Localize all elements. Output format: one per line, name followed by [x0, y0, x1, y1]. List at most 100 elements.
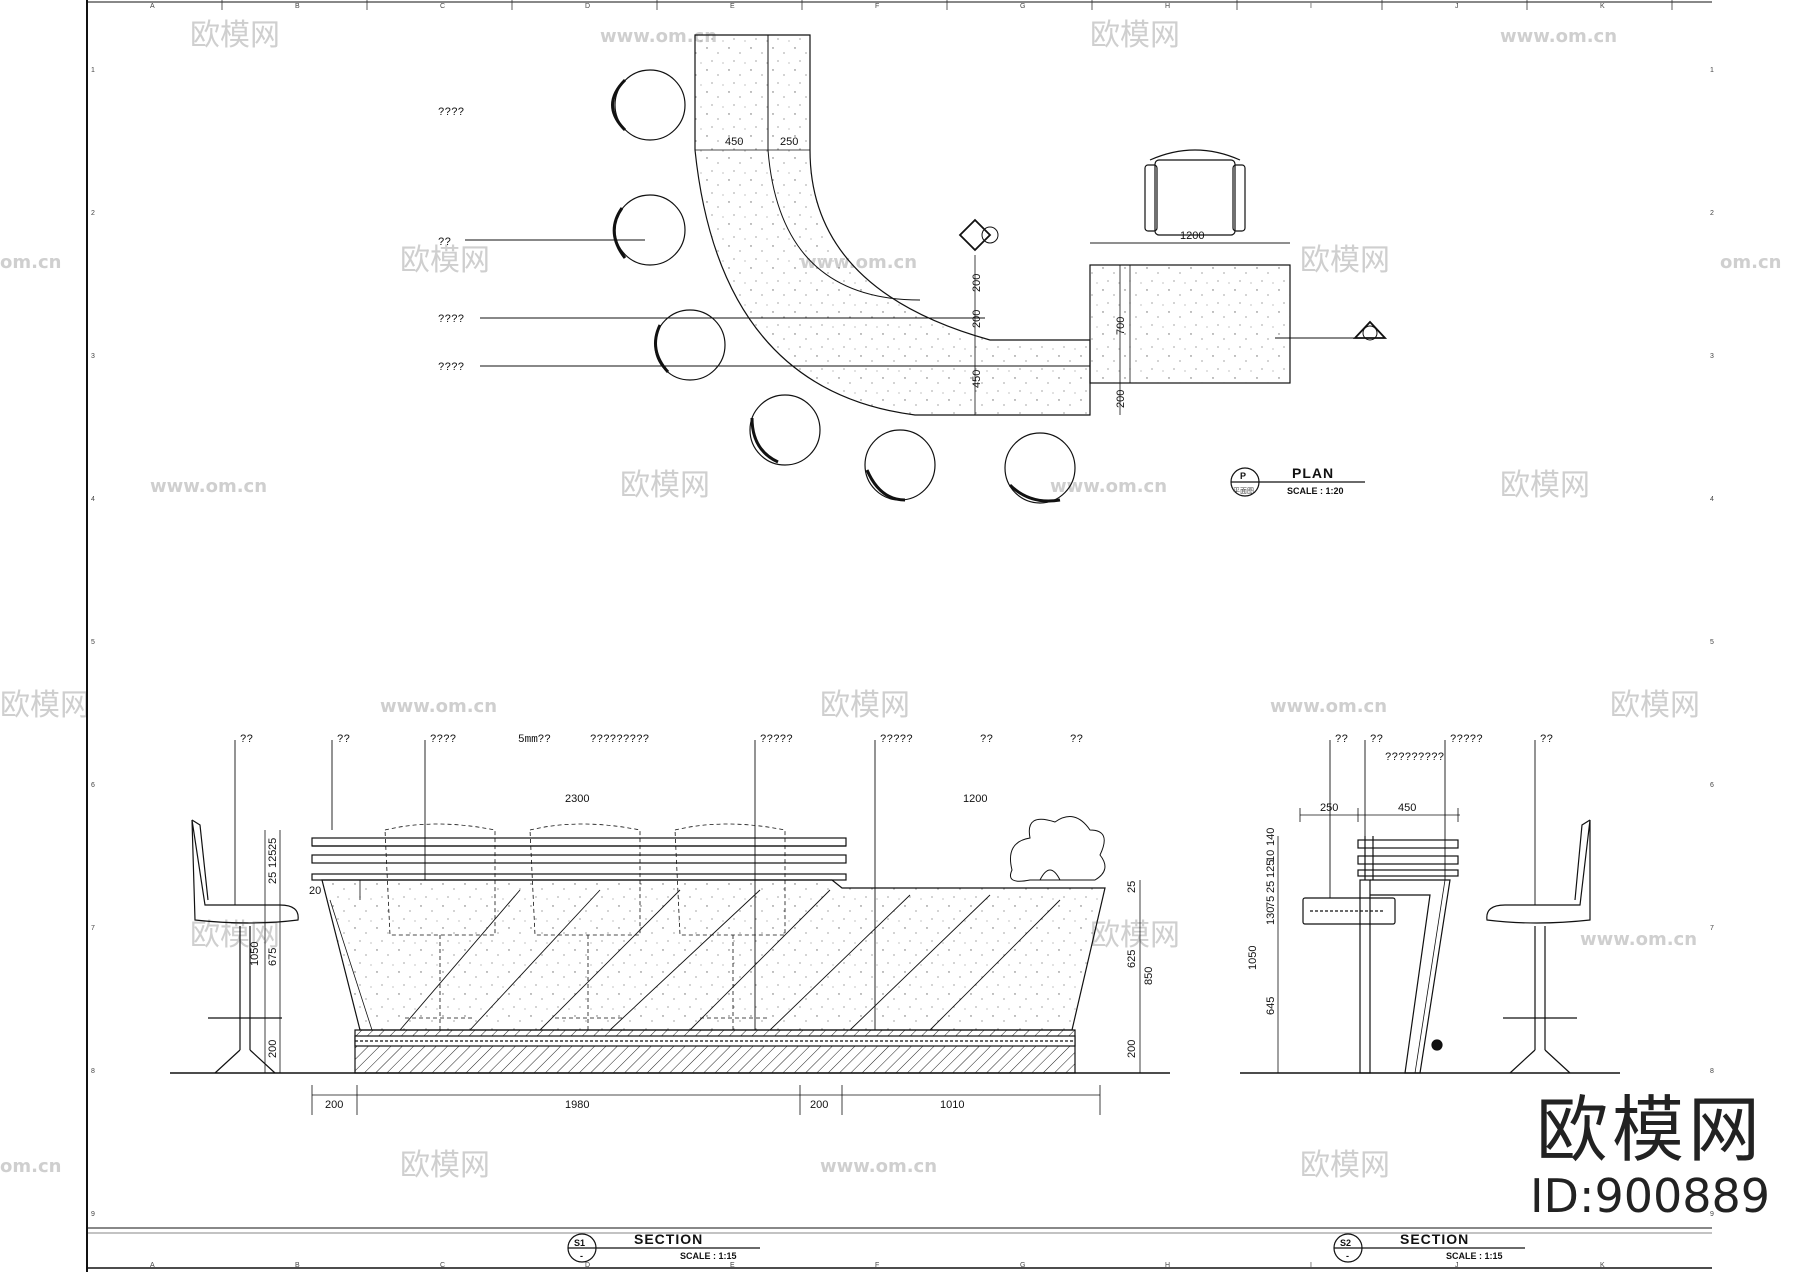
grid-column-label: F [875, 3, 879, 10]
s2-scale: SCALE : 1:15 [1446, 1251, 1503, 1261]
grid-column-label: K [1600, 1262, 1605, 1269]
bar-stool-plan [611, 69, 1076, 504]
grid-column-label: E [730, 3, 735, 10]
s1-marker-sub: - [580, 1251, 583, 1261]
plan-dim-450: 450 [725, 136, 743, 148]
grid-row-label: 7 [91, 925, 95, 932]
grid-row-label: 3 [1710, 353, 1714, 360]
grid-row-label: 2 [1710, 210, 1714, 217]
s2-dim-1050: 1050 [1247, 946, 1259, 970]
s1-dim-r200: 200 [1126, 1040, 1138, 1058]
s1-dim-200: 200 [267, 1040, 279, 1058]
bar-stool-elevation-right [1486, 819, 1591, 1074]
side-counter-plan [1089, 264, 1291, 384]
grid-column-label: G [1020, 1262, 1025, 1269]
grid-row-label: 5 [1710, 639, 1714, 646]
watermark-brand: 欧模网 [0, 688, 90, 723]
grid-row-label: 7 [1710, 925, 1714, 932]
watermark-url-short: om.cn [0, 1156, 61, 1177]
grid-row-label: 1 [1710, 67, 1714, 74]
s1-dim-left-1: 25 [267, 838, 279, 850]
s1-dim-left-4: 20 [309, 885, 321, 897]
grid-column-label: G [1020, 3, 1025, 10]
s1-dim-left-2: 125 [267, 850, 279, 868]
s1-dim-1200: 1200 [963, 793, 987, 805]
plan-label-4: ???? [438, 362, 464, 374]
s1-label-6: ????? [760, 734, 793, 746]
watermark-url-short: om.cn [1720, 252, 1781, 273]
s2-label-4: ?? [1540, 734, 1553, 746]
watermark-brand: 欧模网 [1300, 243, 1390, 278]
s1-dim-bottom-1: 200 [325, 1099, 343, 1111]
plan-label-2: ?? [438, 237, 451, 249]
grid-row-label: 4 [91, 496, 95, 503]
s2-dim-stack-3: 125 [1265, 860, 1277, 878]
s2-dim-stack-6: 130 [1265, 907, 1277, 925]
s1-title: SECTION [634, 1231, 703, 1247]
grid-column-label: H [1165, 3, 1170, 10]
watermark-url: www.om.cn [820, 1156, 937, 1177]
watermark-url: www.om.cn [1580, 929, 1697, 950]
watermark-url: www.om.cn [150, 476, 267, 497]
grid-row-label: 2 [91, 210, 95, 217]
grid-column-label: J [1455, 3, 1459, 10]
s2-marker-sub: - [1346, 1251, 1349, 1261]
plan-scale: SCALE : 1:20 [1287, 486, 1344, 496]
plant-decoration [1010, 816, 1106, 882]
watermark-brand: 欧模网 [620, 468, 710, 503]
bar-counter-section-s1 [321, 879, 1106, 1031]
grid-column-label: B [295, 1262, 300, 1269]
plan-label-1: ???? [438, 107, 464, 119]
s1-dim-1050: 1050 [249, 942, 261, 966]
s1-dim-bottom-3: 200 [810, 1099, 828, 1111]
s2-dim-stack-5: 75 [1265, 896, 1277, 908]
s1-label-9: ?? [1070, 734, 1083, 746]
plan-dim-200a: 200 [971, 274, 983, 292]
section-marker-s2-plan [958, 218, 992, 252]
grid-row-label: 9 [91, 1211, 95, 1218]
grid-column-label: A [150, 1262, 155, 1269]
grid-column-label: I [1310, 3, 1312, 10]
watermark-brand: 欧模网 [1090, 18, 1180, 53]
grid-column-label: B [295, 3, 300, 10]
s1-marker: S1 [574, 1238, 585, 1248]
sheet-frame [86, 0, 1712, 1272]
plan-dim-450b: 450 [971, 370, 983, 388]
plan-dim-200b: 200 [971, 310, 983, 328]
s2-dim-stack-2: 10 [1265, 850, 1277, 862]
grid-column-label: H [1165, 1262, 1170, 1269]
grid-row-label: 1 [91, 67, 95, 74]
s1-dim-850: 850 [1143, 967, 1155, 985]
s2-dim-250: 250 [1320, 802, 1338, 814]
s2-marker: S2 [1340, 1238, 1351, 1248]
grid-row-label: 4 [1710, 496, 1714, 503]
watermark-url: www.om.cn [380, 696, 497, 717]
s1-label-3: ???? [430, 734, 456, 746]
watermark-brand: 欧模网 [400, 1148, 490, 1183]
counter-shelf-s2 [1302, 897, 1396, 925]
grid-column-label: K [1600, 3, 1605, 10]
s1-label-5: ????????? [590, 734, 649, 746]
grid-row-label: 9 [1710, 1211, 1714, 1218]
watermark-brand: 欧模网 [1300, 1148, 1390, 1183]
s1-dim-675: 675 [267, 948, 279, 966]
plan-marker-letter: P [1240, 471, 1246, 481]
grid-row-label: 6 [1710, 782, 1714, 789]
watermark-url: www.om.cn [1050, 476, 1167, 497]
grid-row-label: 8 [91, 1068, 95, 1075]
bar-counter-plan [694, 34, 1091, 416]
grid-row-label: 3 [91, 353, 95, 360]
grid-column-label: D [585, 3, 590, 10]
plan-title: PLAN [1292, 465, 1334, 481]
s2-title: SECTION [1400, 1231, 1469, 1247]
brand-badge: 欧模网 ID:900889 [1515, 1090, 1785, 1222]
plan-label-3: ???? [438, 314, 464, 326]
grid-column-label: F [875, 1262, 879, 1269]
watermark-brand: 欧模网 [190, 18, 280, 53]
s2-label-3: ????? [1450, 734, 1483, 746]
grid-column-label: A [150, 3, 155, 10]
s1-dim-625: 625 [1126, 950, 1138, 968]
s1-label-1: ?? [240, 734, 253, 746]
